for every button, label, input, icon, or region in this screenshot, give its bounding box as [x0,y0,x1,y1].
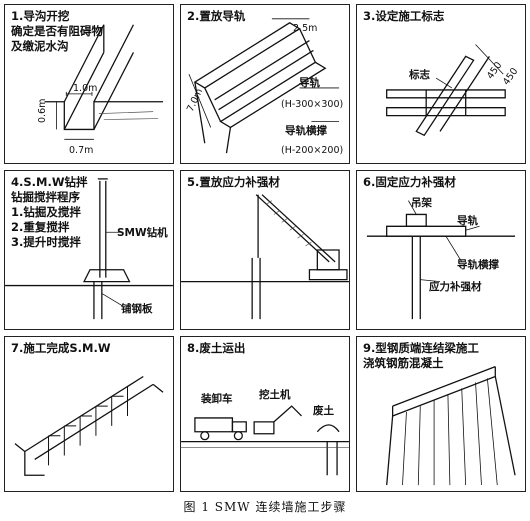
beam-construction-drawing [386,366,516,486]
panel-5-title: 5.置放应力补强材 [187,175,280,190]
dim-width-bottom: 0.7m [69,145,94,156]
panel-step-8: 8.废土运出 装卸车 挖土机 废土 [180,336,350,492]
label-excavator: 挖土机 [259,389,291,401]
panel-4-title-line-3: 1.钻掘及搅拌 [11,205,81,219]
guide-rail-drawing [188,18,340,154]
dim-width-top: 1.0m [73,83,98,94]
label-reinforcement: 应力补强材 [429,281,482,293]
panel-1-title-line-2: 确定是否有阻碍物 [11,24,103,38]
panel-step-3: 3.设定施工标志 标志 450 450 [356,4,526,164]
panel-2-title-line-1: 2.置放导轨 [187,9,246,23]
label-guide-rail: 导轨 [299,77,320,89]
panel-1-title: 1.导沟开挖 确定是否有阻碍物 及缴泥水沟 [11,9,103,54]
panel-9-title-line-1: 9.型钢质端连结梁施工 [363,341,479,355]
panel-6-title: 6.固定应力补强材 [363,175,456,190]
panel-4-title-line-4: 2.重复搅拌 [11,220,70,234]
panel-4-title-line-2: 钻掘搅拌程序 [11,190,80,204]
panel-3-title: 3.设定施工标志 [363,9,444,24]
crane-placement-drawing [181,194,349,320]
panel-4-title-line-1: 4.S.M.W钻拌 [11,175,88,189]
label-rail-brace-spec: (H-200×200) [281,145,344,156]
panel-3-title-line-1: 3.设定施工标志 [363,9,445,23]
panel-1-title-line-3: 及缴泥水沟 [11,39,69,53]
panel-step-4: 4.S.M.W钻拌 钻掘搅拌程序 1.钻掘及搅拌 2.重复搅拌 3.提升时搅拌 … [4,170,174,330]
panel-step-9: 9.型钢质端连结梁施工 浇筑钢筋混凝土 [356,336,526,492]
label-waste-soil: 废土 [313,405,334,417]
label-loader-truck: 装卸车 [201,393,233,405]
soil-removal-drawing [181,405,349,476]
panel-7-title-line-1: 7.施工完成S.M.W [11,341,111,355]
panel-8-title: 8.废土运出 [187,341,245,356]
label-smw-rig: SMW钻机 [117,227,168,239]
panel-step-7: 7.施工完成S.M.W [4,336,174,492]
construction-mark-drawing [386,44,506,137]
panel-1-title-line-1: 1.导沟开挖 [11,9,70,23]
label-mark: 标志 [409,69,430,81]
panel-5-title-line-1: 5.置放应力补强材 [187,175,280,189]
dim-depth: 0.6m [37,98,48,123]
panel-step-6: 6.固定应力补强材 吊架 导轨 导轨横撑 应力补强材 [356,170,526,330]
label-guide-rail-spec: (H-300×300) [281,99,344,110]
panel-4-title-line-5: 3.提升时搅拌 [11,235,81,249]
panel-7-title: 7.施工完成S.M.W [11,341,111,356]
label-rail-brace-6: 导轨横撑 [457,259,499,271]
panel-step-2: 2.置放导轨 2.5m 7.0m 导轨 (H-300×300) 导轨横撑 (H-… [180,4,350,164]
label-steel-plate: 铺钢板 [121,303,153,315]
label-hanger: 吊架 [411,197,432,209]
completed-smw-drawing [14,375,164,476]
panel-9-title: 9.型钢质端连结梁施工 浇筑钢筋混凝土 [363,341,479,371]
panel-4-title: 4.S.M.W钻拌 钻掘搅拌程序 1.钻掘及搅拌 2.重复搅拌 3.提升时搅拌 [11,175,88,250]
panel-9-title-line-2: 浇筑钢筋混凝土 [363,356,444,370]
figure-caption: 图 1 SMW 连续墙施工步骤 [183,500,347,514]
panel-step-5: 5.置放应力补强材 [180,170,350,330]
fixing-reinforcement-drawing [366,200,516,320]
construction-steps-grid: 1.导沟开挖 确定是否有阻碍物 及缴泥水沟 1.0m 0.6m 0.7m 2.置 [4,4,526,492]
label-rail-brace: 导轨横撑 [285,125,327,137]
panel-step-1: 1.导沟开挖 确定是否有阻碍物 及缴泥水沟 1.0m 0.6m 0.7m [4,4,174,164]
label-guide-rail-6: 导轨 [457,215,478,227]
panel-2-title: 2.置放导轨 [187,9,245,24]
dim-rail-spacing: 2.5m [293,23,318,34]
panel-8-title-line-1: 8.废土运出 [187,341,246,355]
panel-6-title-line-1: 6.固定应力补强材 [363,175,456,189]
smw-drilling-drawing [5,178,173,320]
trench-excavation-drawing [44,24,164,140]
